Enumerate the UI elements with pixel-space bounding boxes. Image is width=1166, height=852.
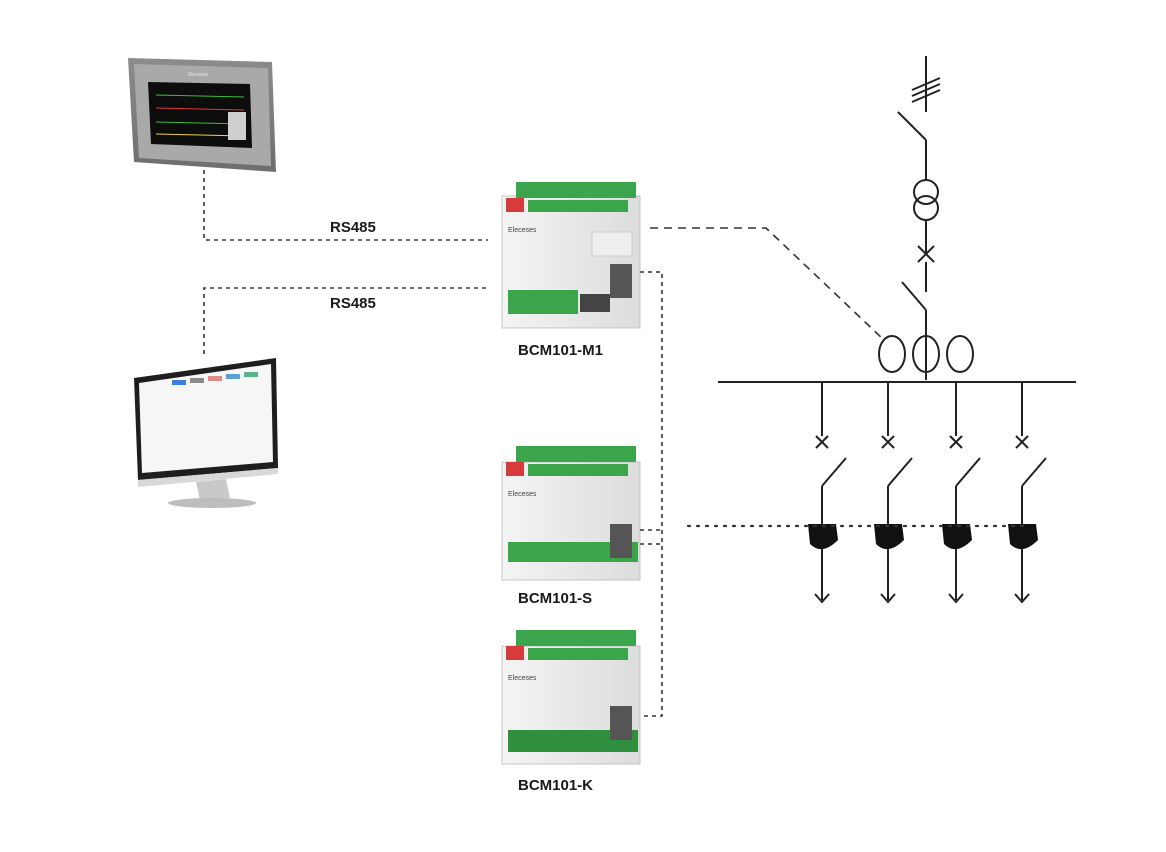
feeder-2 (874, 382, 913, 604)
m1-to-ct-link (650, 227, 885, 341)
s-brand-text: Eleceses (508, 491, 537, 498)
feeder-1 (808, 382, 847, 604)
bcm101-k-module: Eleceses BCM101-K (501, 630, 641, 794)
bcm101-k-label: BCM101-K (518, 777, 593, 794)
bcm101-m1-module: Eleceses BCM101-M1 (501, 182, 641, 359)
hmi-touch-panel: Eleceses (128, 58, 276, 172)
hmi-screen-content (155, 94, 246, 140)
rs485-link-hmi: RS485 (203, 170, 488, 241)
bcm101-m1-label: BCM101-M1 (518, 342, 603, 359)
bcm101-s-label: BCM101-S (518, 590, 592, 607)
feeder-4 (1008, 382, 1047, 604)
hmi-brand-text: Eleceses (188, 72, 209, 78)
desktop-monitor (134, 358, 278, 508)
rs485-label-pc: RS485 (330, 295, 376, 312)
rs485-link-pc: RS485 (203, 287, 488, 354)
k-brand-text: Eleceses (508, 675, 537, 682)
feeder-3 (942, 382, 981, 604)
m1-brand-text: Eleceses (508, 227, 537, 234)
module-bus-link (640, 271, 663, 717)
single-line-diagram (718, 56, 1076, 604)
bcm101-s-module: Eleceses BCM101-S (501, 446, 641, 607)
rs485-label-hmi: RS485 (330, 219, 376, 236)
